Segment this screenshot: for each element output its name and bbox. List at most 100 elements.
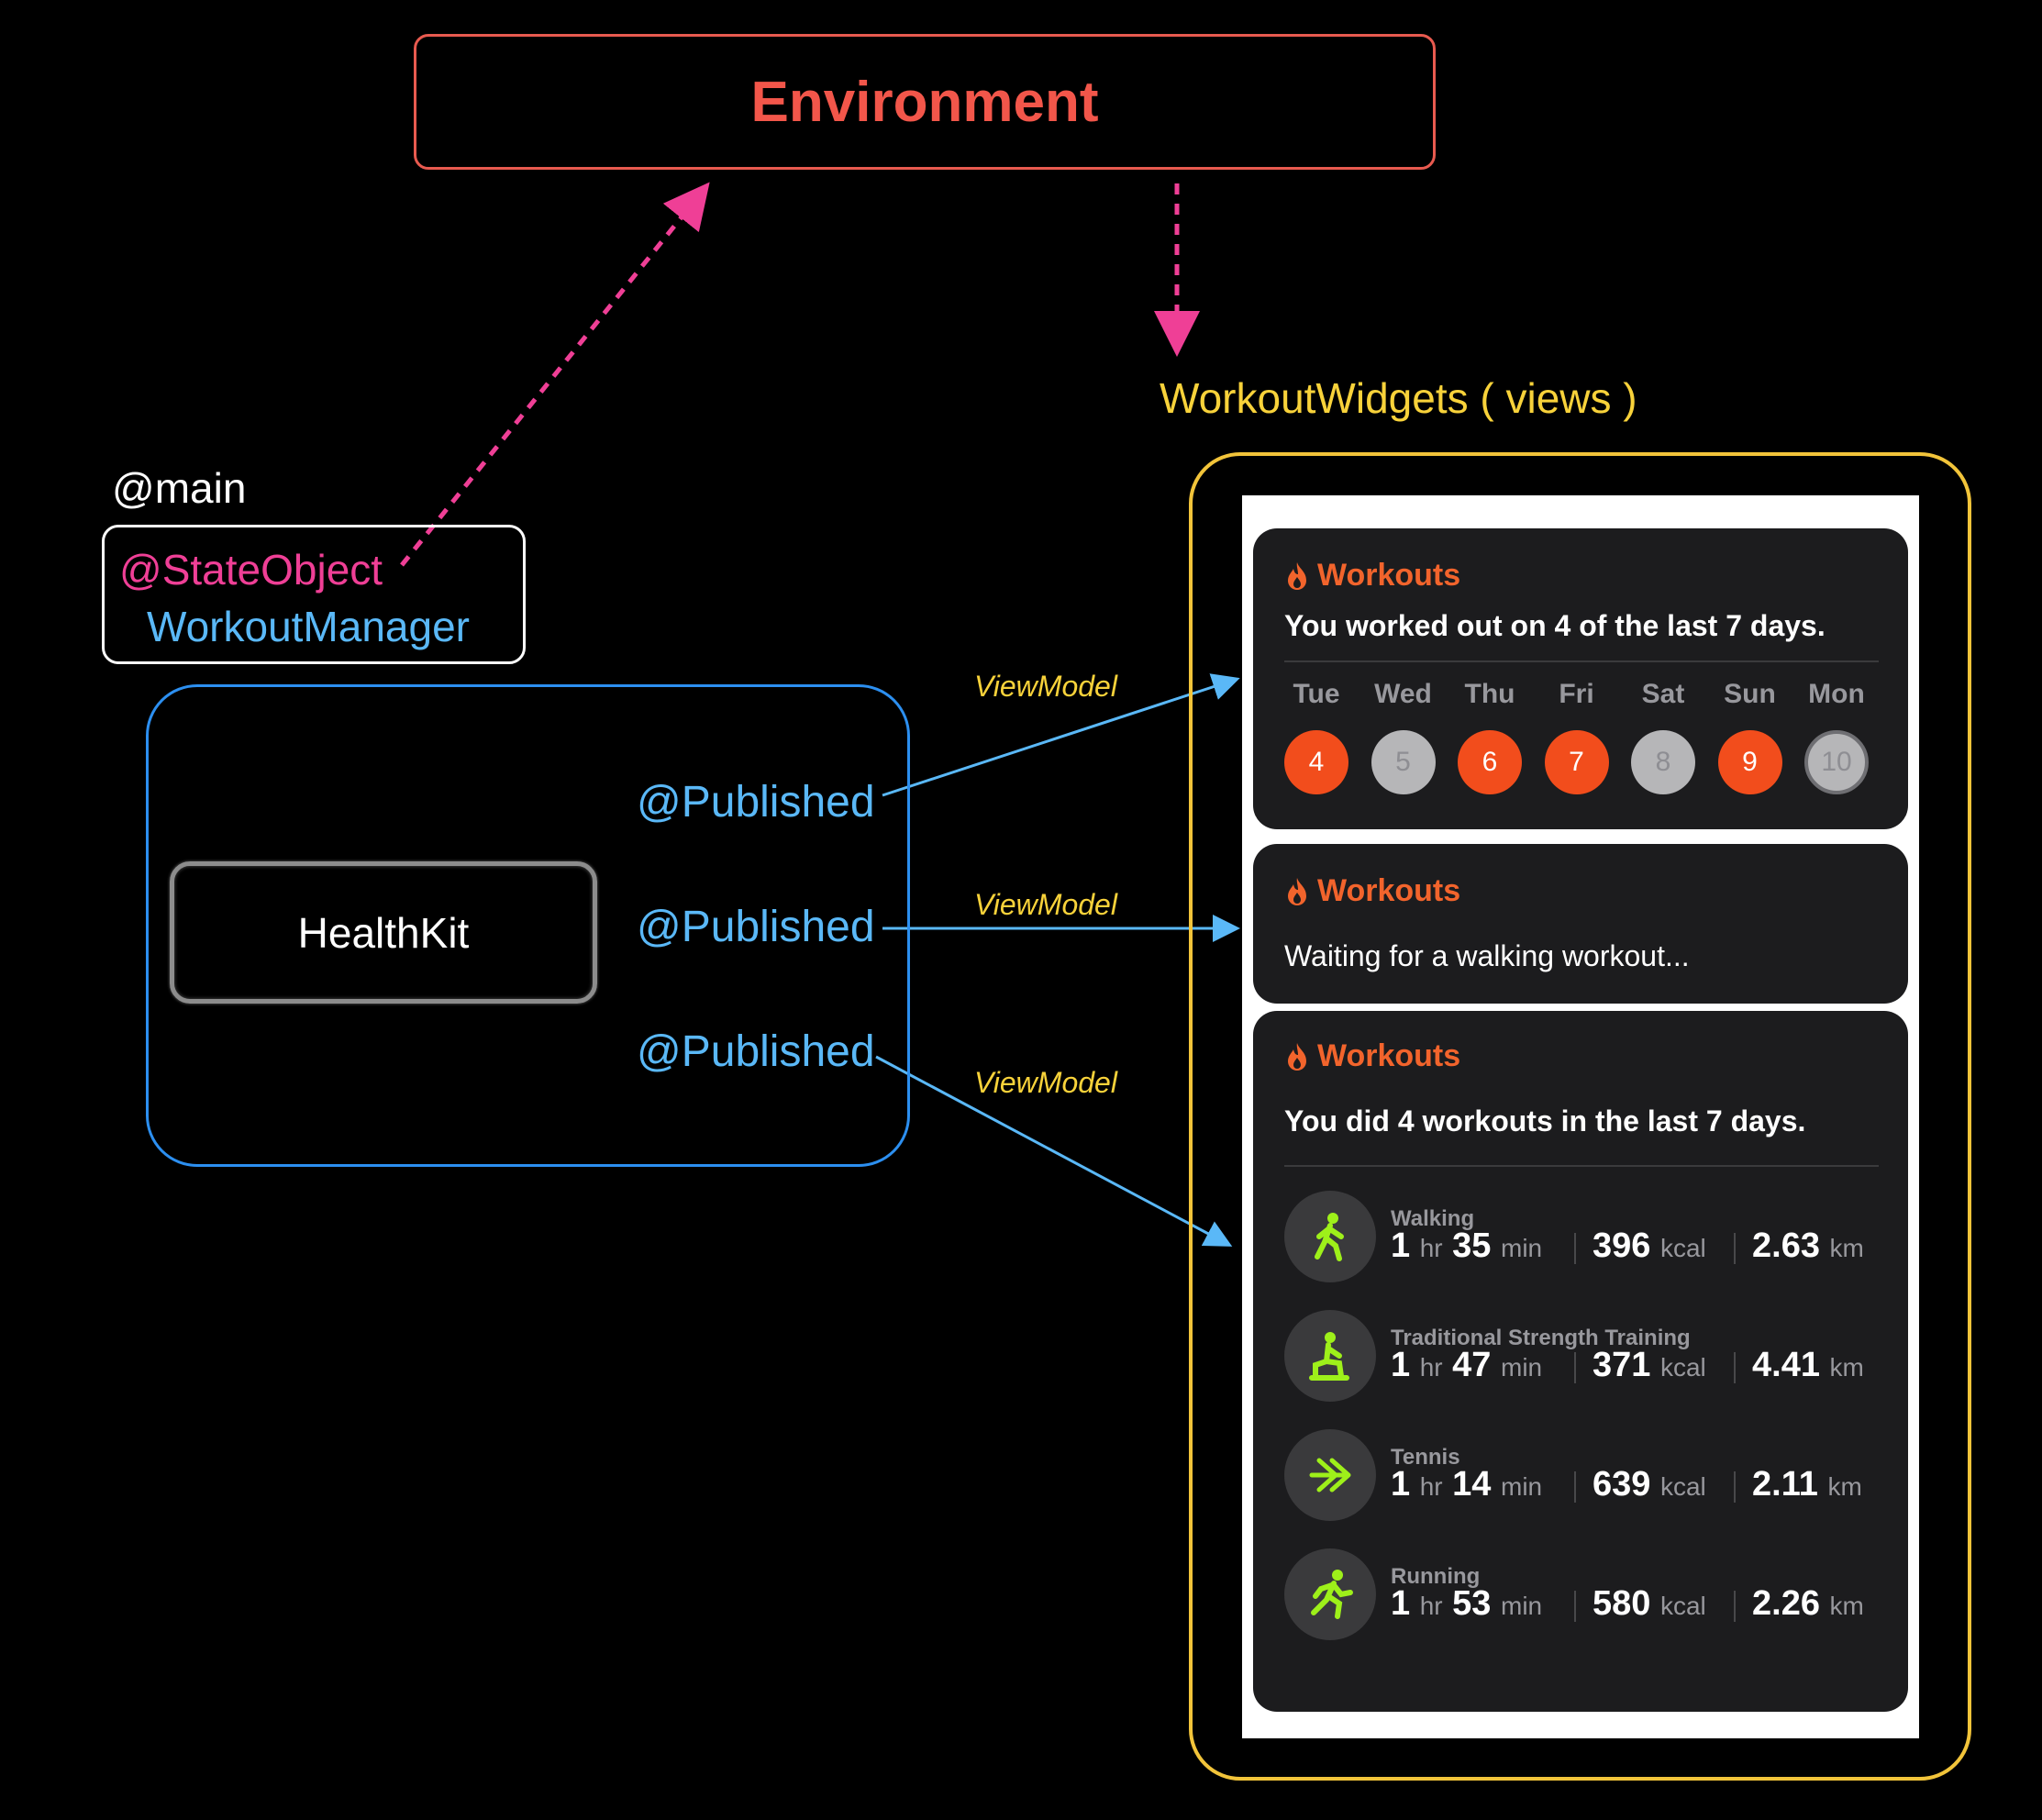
divider	[1284, 1165, 1879, 1167]
workout-duration: 1 hr 53 min	[1391, 1583, 1542, 1626]
workout-calories: 639 kcal	[1593, 1464, 1706, 1507]
widget-header-label: Workouts	[1317, 1038, 1461, 1073]
widget-header-label: Workouts	[1317, 873, 1461, 908]
day-circle: 4	[1284, 730, 1348, 794]
stat-separator	[1734, 1233, 1736, 1264]
viewmodel-label: ViewModel	[974, 888, 1117, 921]
stat-value: 14	[1452, 1465, 1492, 1504]
stat-value: 1	[1391, 1465, 1411, 1504]
state-object-label: @StateObject	[119, 546, 383, 594]
stat-unit: min	[1501, 1353, 1543, 1382]
stat-value: 371	[1593, 1346, 1651, 1384]
workout-type-label: Running	[1391, 1564, 1481, 1589]
published-1-arrow	[882, 673, 1240, 797]
workout-distance: 2.11 km	[1752, 1464, 1862, 1507]
published-label: @Published	[637, 903, 875, 951]
workout-calories: 396 kcal	[1593, 1226, 1706, 1269]
workout-distance: 2.63 km	[1752, 1226, 1864, 1269]
stat-unit: min	[1501, 1234, 1543, 1262]
workout-duration: 1 hr 35 min	[1391, 1226, 1542, 1269]
workout-manager-label: WorkoutManager	[147, 603, 470, 650]
widget-summary-text: You worked out on 4 of the last 7 days.	[1284, 609, 1826, 642]
day-label: Sun	[1724, 679, 1776, 709]
workout-calories: 371 kcal	[1593, 1345, 1706, 1388]
workout-type-label: Tennis	[1391, 1445, 1460, 1470]
stat-value: 639	[1593, 1465, 1651, 1504]
day-circle: 5	[1371, 730, 1436, 794]
widget-header: Workouts	[1284, 873, 1460, 909]
widget-header: Workouts	[1284, 558, 1460, 594]
stat-value: 396	[1593, 1226, 1651, 1265]
stat-value: 2.26	[1752, 1584, 1820, 1623]
day-label: Thu	[1464, 679, 1515, 709]
day-circle: 9	[1717, 730, 1782, 794]
widgets-screen: Workouts You worked out on 4 of the last…	[1242, 495, 1919, 1738]
day-label: Wed	[1374, 679, 1432, 709]
stat-unit: kcal	[1659, 1592, 1706, 1620]
environment-title: Environment	[750, 70, 1099, 134]
state-object-box: @StateObject WorkoutManager	[102, 525, 526, 664]
stat-unit: hr	[1419, 1234, 1443, 1262]
stat-value: 2.63	[1752, 1226, 1820, 1265]
stat-unit: min	[1501, 1472, 1543, 1501]
stat-value: 47	[1452, 1346, 1492, 1384]
stat-separator	[1574, 1352, 1576, 1383]
stat-separator	[1734, 1352, 1736, 1383]
stat-unit: km	[1827, 1472, 1862, 1501]
stat-unit: hr	[1419, 1592, 1443, 1620]
stat-unit: min	[1501, 1592, 1543, 1620]
day-circle: 10	[1804, 730, 1869, 794]
stat-unit: hr	[1419, 1472, 1443, 1501]
flame-icon	[1288, 1042, 1306, 1071]
weekly-summary-widget[interactable]: Workouts You worked out on 4 of the last…	[1253, 528, 1908, 829]
published-label: @Published	[637, 778, 875, 827]
stat-value: 53	[1452, 1584, 1492, 1623]
workout-distance: 4.41 km	[1752, 1345, 1864, 1388]
workout-distance: 2.26 km	[1752, 1583, 1864, 1626]
stateobject-to-environment-arrow	[400, 182, 710, 567]
widget-summary-text: You did 4 workouts in the last 7 days.	[1284, 1104, 1806, 1138]
workouts-list-widget[interactable]: Workouts You did 4 workouts in the last …	[1253, 1011, 1908, 1712]
stat-unit: km	[1829, 1353, 1864, 1382]
flame-icon	[1288, 877, 1306, 905]
strength-training-icon	[1284, 1310, 1376, 1402]
widget-header-label: Workouts	[1317, 558, 1461, 593]
widgets-title: WorkoutWidgets ( views )	[1160, 374, 1637, 422]
stat-unit: km	[1829, 1592, 1864, 1620]
healthkit-box: HealthKit	[170, 861, 597, 1004]
stat-value: 4.41	[1752, 1346, 1820, 1384]
day-label: Fri	[1559, 679, 1594, 709]
divider	[1284, 660, 1879, 662]
workout-type-label: Walking	[1391, 1206, 1475, 1231]
stat-value: 1	[1391, 1584, 1411, 1623]
environment-box: Environment	[414, 34, 1436, 170]
stat-unit: kcal	[1659, 1472, 1706, 1501]
walking-icon	[1284, 1191, 1376, 1282]
stat-separator	[1734, 1471, 1736, 1503]
stat-separator	[1574, 1591, 1576, 1622]
day-circle: 6	[1458, 730, 1522, 794]
published-label: @Published	[637, 1027, 875, 1076]
stat-unit: km	[1829, 1234, 1864, 1262]
stat-unit: kcal	[1659, 1353, 1706, 1382]
widgets-frame	[1189, 452, 1971, 1781]
stat-value: 580	[1593, 1584, 1651, 1623]
workout-calories: 580 kcal	[1593, 1583, 1706, 1626]
viewmodel-label: ViewModel	[974, 670, 1117, 703]
stat-value: 2.11	[1752, 1465, 1818, 1504]
stat-separator	[1734, 1591, 1736, 1622]
stat-unit: kcal	[1659, 1234, 1706, 1262]
workout-manager-container	[146, 684, 910, 1167]
tennis-icon	[1284, 1429, 1376, 1521]
stat-value: 1	[1391, 1226, 1411, 1265]
viewmodel-label: ViewModel	[974, 1066, 1117, 1099]
running-icon	[1284, 1548, 1376, 1640]
healthkit-label: HealthKit	[297, 908, 470, 957]
day-circle: 8	[1631, 730, 1695, 794]
workout-type-label: Traditional Strength Training	[1391, 1326, 1691, 1350]
day-circle: 7	[1544, 730, 1609, 794]
stat-separator	[1574, 1233, 1576, 1264]
widget-waiting-text: Waiting for a walking workout...	[1284, 939, 1690, 972]
waiting-widget[interactable]: Workouts Waiting for a walking workout..…	[1253, 844, 1908, 1004]
main-label: @main	[112, 464, 247, 512]
